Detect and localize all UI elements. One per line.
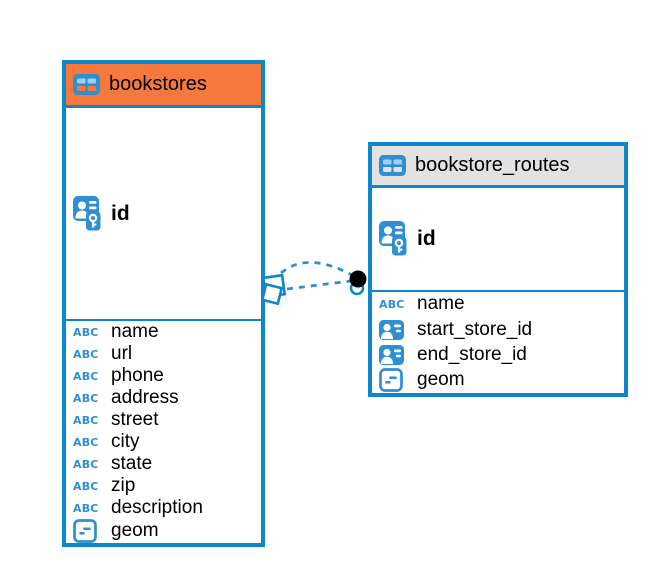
column-name: phone: [111, 365, 164, 386]
column-name: id: [111, 201, 130, 225]
text-type-icon: ABC: [379, 297, 405, 311]
column-name: city: [111, 431, 140, 452]
text-type-icon: ABC: [73, 413, 99, 427]
endpoint-dot: [349, 270, 367, 288]
text-type-icon: ABC: [73, 501, 99, 515]
many-side-marker[interactable]: [260, 273, 287, 306]
table-header[interactable]: bookstores: [66, 64, 261, 108]
text-type-icon: ABC: [73, 369, 99, 383]
text-type-icon: ABC: [73, 435, 99, 449]
column-name: geom: [111, 520, 159, 541]
reference-icon: [379, 344, 404, 365]
column-row-street[interactable]: ABC street: [66, 409, 261, 431]
column-row-phone[interactable]: ABC phone: [66, 365, 261, 387]
column-row-state[interactable]: ABC state: [66, 453, 261, 475]
primary-key-icon: [379, 221, 407, 256]
column-name: description: [111, 497, 203, 518]
column-name: street: [111, 409, 159, 430]
relationship-line-lower[interactable]: [286, 279, 352, 291]
endpoint-ring: [349, 280, 365, 296]
text-type-icon: ABC: [73, 325, 99, 339]
column-row-id[interactable]: id: [372, 188, 624, 292]
column-name: url: [111, 343, 133, 364]
column-row-geom[interactable]: geom: [66, 519, 261, 543]
column-row-start_store_id[interactable]: start_store_id: [372, 317, 624, 342]
primary-key-icon: [73, 196, 101, 231]
column-name: name: [111, 321, 159, 342]
table-columns: ABC name ABC url ABC phone ABC address A…: [66, 321, 261, 543]
table-bookstore-routes[interactable]: bookstore_routes id ABC name: [368, 142, 628, 397]
column-row-name[interactable]: ABC name: [66, 321, 261, 343]
column-name: end_store_id: [417, 343, 527, 365]
table-title: bookstores: [109, 73, 207, 95]
text-type-icon: ABC: [73, 479, 99, 493]
column-row-description[interactable]: ABC description: [66, 497, 261, 519]
column-row-geom[interactable]: geom: [372, 368, 624, 393]
table-header[interactable]: bookstore_routes: [372, 146, 624, 188]
column-name: zip: [111, 475, 136, 496]
column-name: state: [111, 453, 153, 474]
table-columns: ABC name start_store_id end_store_id: [372, 292, 624, 394]
column-name: address: [111, 387, 179, 408]
text-type-icon: ABC: [73, 347, 99, 361]
column-row-address[interactable]: ABC address: [66, 387, 261, 409]
column-row-id[interactable]: id: [66, 108, 261, 321]
column-name: start_store_id: [417, 318, 533, 340]
table-bookstores[interactable]: bookstores id ABC name ABC url ABC phone: [62, 60, 265, 547]
table-title: bookstore_routes: [415, 154, 570, 176]
one-side-endpoint[interactable]: [349, 270, 367, 296]
column-name: id: [417, 226, 436, 250]
column-name: geom: [417, 369, 465, 391]
column-row-zip[interactable]: ABC zip: [66, 475, 261, 497]
table-icon: [379, 155, 406, 176]
column-row-name[interactable]: ABC name: [372, 292, 624, 317]
text-type-icon: ABC: [73, 457, 99, 471]
geometry-icon: [73, 519, 97, 543]
column-row-end_store_id[interactable]: end_store_id: [372, 342, 624, 367]
column-row-url[interactable]: ABC url: [66, 343, 261, 365]
column-name: name: [417, 293, 465, 315]
text-type-icon: ABC: [73, 391, 99, 405]
reference-icon: [379, 319, 404, 340]
column-row-city[interactable]: ABC city: [66, 431, 261, 453]
table-icon: [73, 74, 100, 95]
geometry-icon: [379, 368, 403, 393]
relationship-line-upper[interactable]: [280, 261, 353, 277]
